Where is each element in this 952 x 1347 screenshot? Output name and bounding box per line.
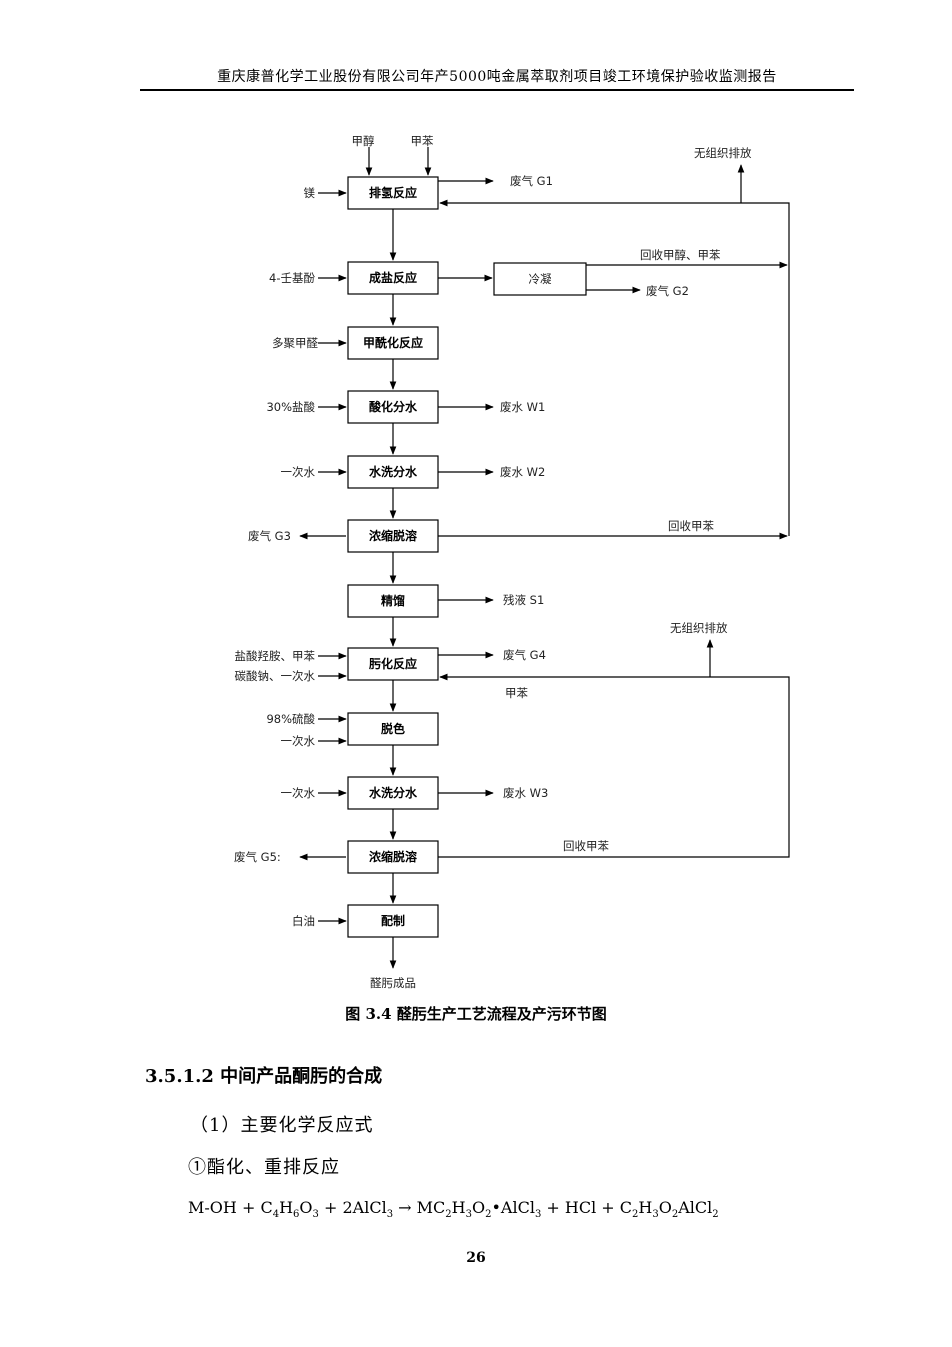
paragraph-esterification: ①酯化、重排反应 [188, 1157, 340, 1178]
figure-caption: 图 3.4 醛肟生产工艺流程及产污环节图 [345, 1005, 607, 1023]
output-fugitive-1: 无组织排放 [694, 146, 752, 160]
label-water-wash-1: 水洗分水 [369, 464, 418, 479]
label-decolorization: 脱色 [381, 721, 405, 736]
label-rectification: 精馏 [381, 593, 405, 608]
label-dehydrogenation: 排氢反应 [369, 185, 417, 200]
box-formulation [347, 904, 439, 938]
output-s1: 残液 S1 [503, 593, 544, 607]
input-hcl-30: 30%盐酸 [266, 400, 315, 414]
output-g2: 废气 G2 [646, 284, 689, 298]
input-sulfuric-acid: 98%硫酸 [266, 712, 315, 726]
output-fugitive-2: 无组织排放 [670, 621, 728, 635]
input-water-2: 一次水 [281, 734, 316, 748]
header-rule [140, 89, 854, 91]
box-salt-formation [347, 261, 439, 295]
box-formylation [347, 326, 439, 360]
label-salt-formation: 成盐反应 [369, 270, 417, 285]
box-concentration-1 [347, 519, 439, 553]
box-condensation [493, 262, 587, 296]
label-oximation: 肟化反应 [369, 656, 417, 671]
label-formulation: 配制 [381, 913, 405, 928]
output-g3: 废气 G3 [248, 529, 291, 543]
input-magnesium: 镁 [304, 186, 316, 200]
input-nonylphenol: 4-壬基酚 [269, 271, 315, 285]
input-white-oil: 白油 [292, 914, 315, 928]
label-recover-methanol-toluene: 回收甲醇、甲苯 [640, 248, 721, 262]
label-water-wash-2: 水洗分水 [369, 785, 418, 800]
box-dehydrogenation [347, 176, 439, 210]
output-w1: 废水 W1 [500, 400, 545, 414]
box-concentration-2 [347, 840, 439, 874]
input-water-1: 一次水 [281, 465, 316, 479]
output-w2: 废水 W2 [500, 465, 545, 479]
output-g1: 废气 G1 [510, 174, 553, 188]
box-acidification [347, 390, 439, 424]
page-header: 重庆康普化学工业股份有限公司年产5000吨金属萃取剂项目竣工环境保护验收监测报告 [217, 69, 777, 85]
input-methanol: 甲醇 [352, 134, 375, 148]
output-product: 醛肟成品 [370, 976, 416, 990]
label-condensation: 冷凝 [529, 272, 552, 286]
output-g5: 废气 G5: [234, 850, 281, 864]
input-paraformaldehyde: 多聚甲醛 [272, 336, 318, 350]
process-flow-diagram: 排氢反应 成盐反应 甲酰化反应 酸化分水 水洗分水 浓缩脱溶 精馏 肟化反应 脱… [234, 134, 790, 990]
label-concentration-2: 浓缩脱溶 [369, 849, 417, 864]
input-sodium-carbonate: 碳酸钠、一次水 [235, 669, 316, 683]
box-rectification [347, 584, 439, 618]
input-water-3: 一次水 [281, 786, 316, 800]
label-concentration-1: 浓缩脱溶 [369, 528, 417, 543]
label-toluene-return: 甲苯 [505, 686, 528, 700]
chemical-equation: M-OH + C4H6O3 + 2AlCl3 → MC2H3O2•AlCl3 +… [188, 1198, 719, 1221]
page-number: 26 [466, 1250, 486, 1266]
output-w3: 废水 W3 [503, 786, 548, 800]
output-g4: 废气 G4 [503, 648, 546, 662]
label-recover-toluene-1: 回收甲苯 [668, 519, 714, 533]
label-acidification: 酸化分水 [369, 399, 418, 414]
input-hydroxylamine: 盐酸羟胺、甲苯 [235, 649, 316, 663]
label-formylation: 甲酰化反应 [363, 335, 423, 350]
input-toluene: 甲苯 [411, 134, 434, 148]
section-heading: 3.5.1.2 中间产品酮肟的合成 [145, 1066, 383, 1087]
paragraph-reaction-heading: （1）主要化学反应式 [190, 1115, 374, 1136]
label-recover-toluene-2: 回收甲苯 [563, 839, 609, 853]
